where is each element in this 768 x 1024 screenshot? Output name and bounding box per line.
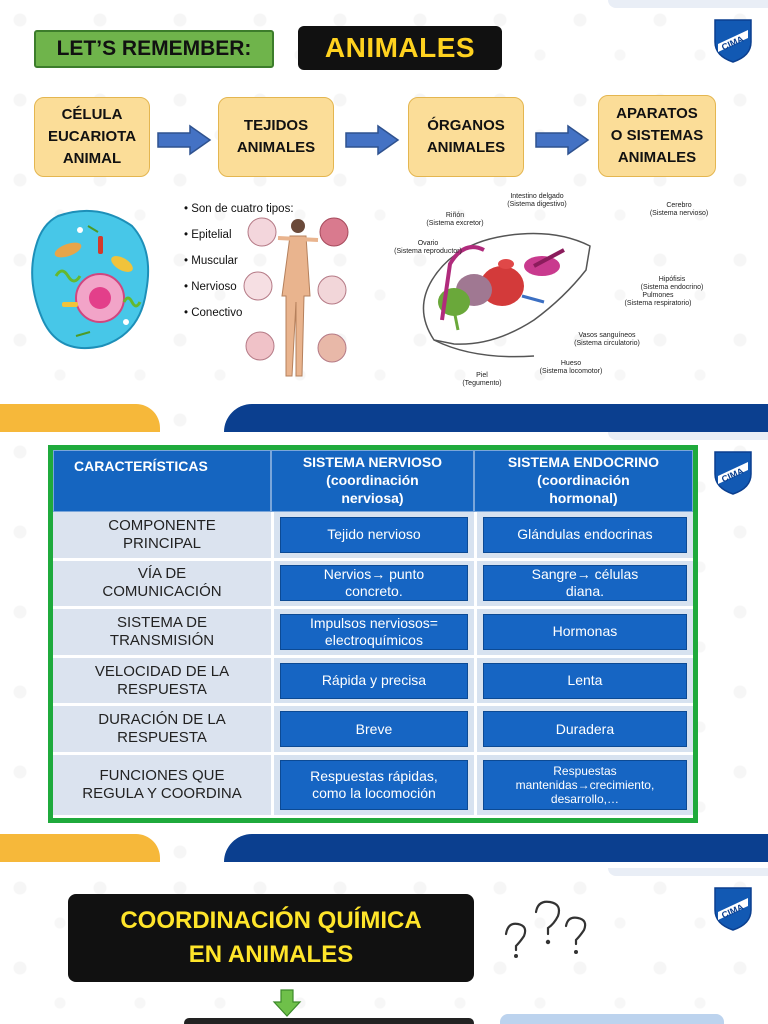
label-ovario: Ovario(Sistema reproductor) (394, 240, 462, 255)
list-item: Muscular (184, 248, 294, 274)
arrow-down-icon (272, 989, 302, 1017)
cima-logo-icon: CIMA (712, 16, 754, 64)
footer-stripe-blue (224, 404, 768, 432)
logo-tab (608, 868, 768, 876)
list-item: Nervioso (184, 274, 294, 300)
label-intestino: Intestino delgado(Sistema digestivo) (507, 193, 567, 208)
comparison-table: CARACTERÍSTICAS SISTEMA NERVIOSO(coordin… (53, 450, 693, 818)
endocrino-cell: Lenta (482, 662, 687, 699)
endocrino-cell: Duradera (482, 711, 687, 748)
next-box-edge (184, 1018, 474, 1024)
footer-stripe-yellow (0, 404, 160, 432)
label-hueso: Hueso(Sistema locomotor) (539, 360, 603, 375)
table-header: CARACTERÍSTICAS (53, 450, 271, 512)
human-tissues-illustration (243, 217, 349, 377)
logo-tab (608, 0, 768, 8)
next-card-edge (500, 1014, 724, 1024)
nervioso-cell: Breve (280, 711, 468, 748)
endocrino-cell: Hormonas (482, 613, 687, 650)
nervioso-cell: Impulsos nerviosos=electroquímicos (280, 613, 468, 650)
animal-cell-illustration (31, 209, 150, 350)
tissue-types-list: Son de cuatro tipos: Epitelial Muscular … (184, 196, 294, 326)
logo-tab (608, 432, 768, 440)
slide-comparison-table: CIMA CARACTERÍSTICAS SISTEMA NERVIOSO(co… (0, 432, 768, 868)
arrow-right-icon (345, 124, 400, 156)
arrow-right-icon (157, 124, 212, 156)
label-hipofisis: Hipófisis(Sistema endocrino) (640, 276, 704, 291)
endocrino-cell: Glándulas endocrinas (482, 516, 687, 553)
rat-organs-illustration (422, 232, 591, 358)
comparison-table-frame: CARACTERÍSTICAS SISTEMA NERVIOSO(coordin… (48, 445, 698, 823)
label-cerebro: Cerebro(Sistema nervioso) (649, 202, 709, 217)
cima-logo-icon: CIMA (712, 884, 754, 932)
list-item: Epitelial (184, 222, 294, 248)
list-item: Conectivo (184, 300, 294, 326)
nervioso-cell: Respuestas rápidas,como la locomoción (280, 759, 468, 810)
footer-stripe-blue (224, 834, 768, 862)
nervioso-cell: Tejido nervioso (280, 516, 468, 553)
footer-stripe-yellow (0, 834, 160, 862)
label-piel: Piel(Tegumento) (462, 372, 502, 387)
label-rinon: Riñón(Sistema excretor) (426, 212, 484, 227)
arrow-right-icon (535, 124, 590, 156)
cima-logo-icon: CIMA (712, 448, 754, 496)
lets-remember-label: LET’S REMEMBER: (34, 30, 274, 68)
list-item: Son de cuatro tipos: (184, 196, 294, 222)
nervioso-cell: Rápida y precisa (280, 662, 468, 699)
label-pulmones: Pulmones(Sistema respiratorio) (624, 292, 692, 307)
page-title: ANIMALES (298, 26, 502, 70)
label-vasos: Vasos sanguíneos(Sistema circulatorio) (574, 332, 640, 347)
question-marks-icon (504, 900, 587, 958)
